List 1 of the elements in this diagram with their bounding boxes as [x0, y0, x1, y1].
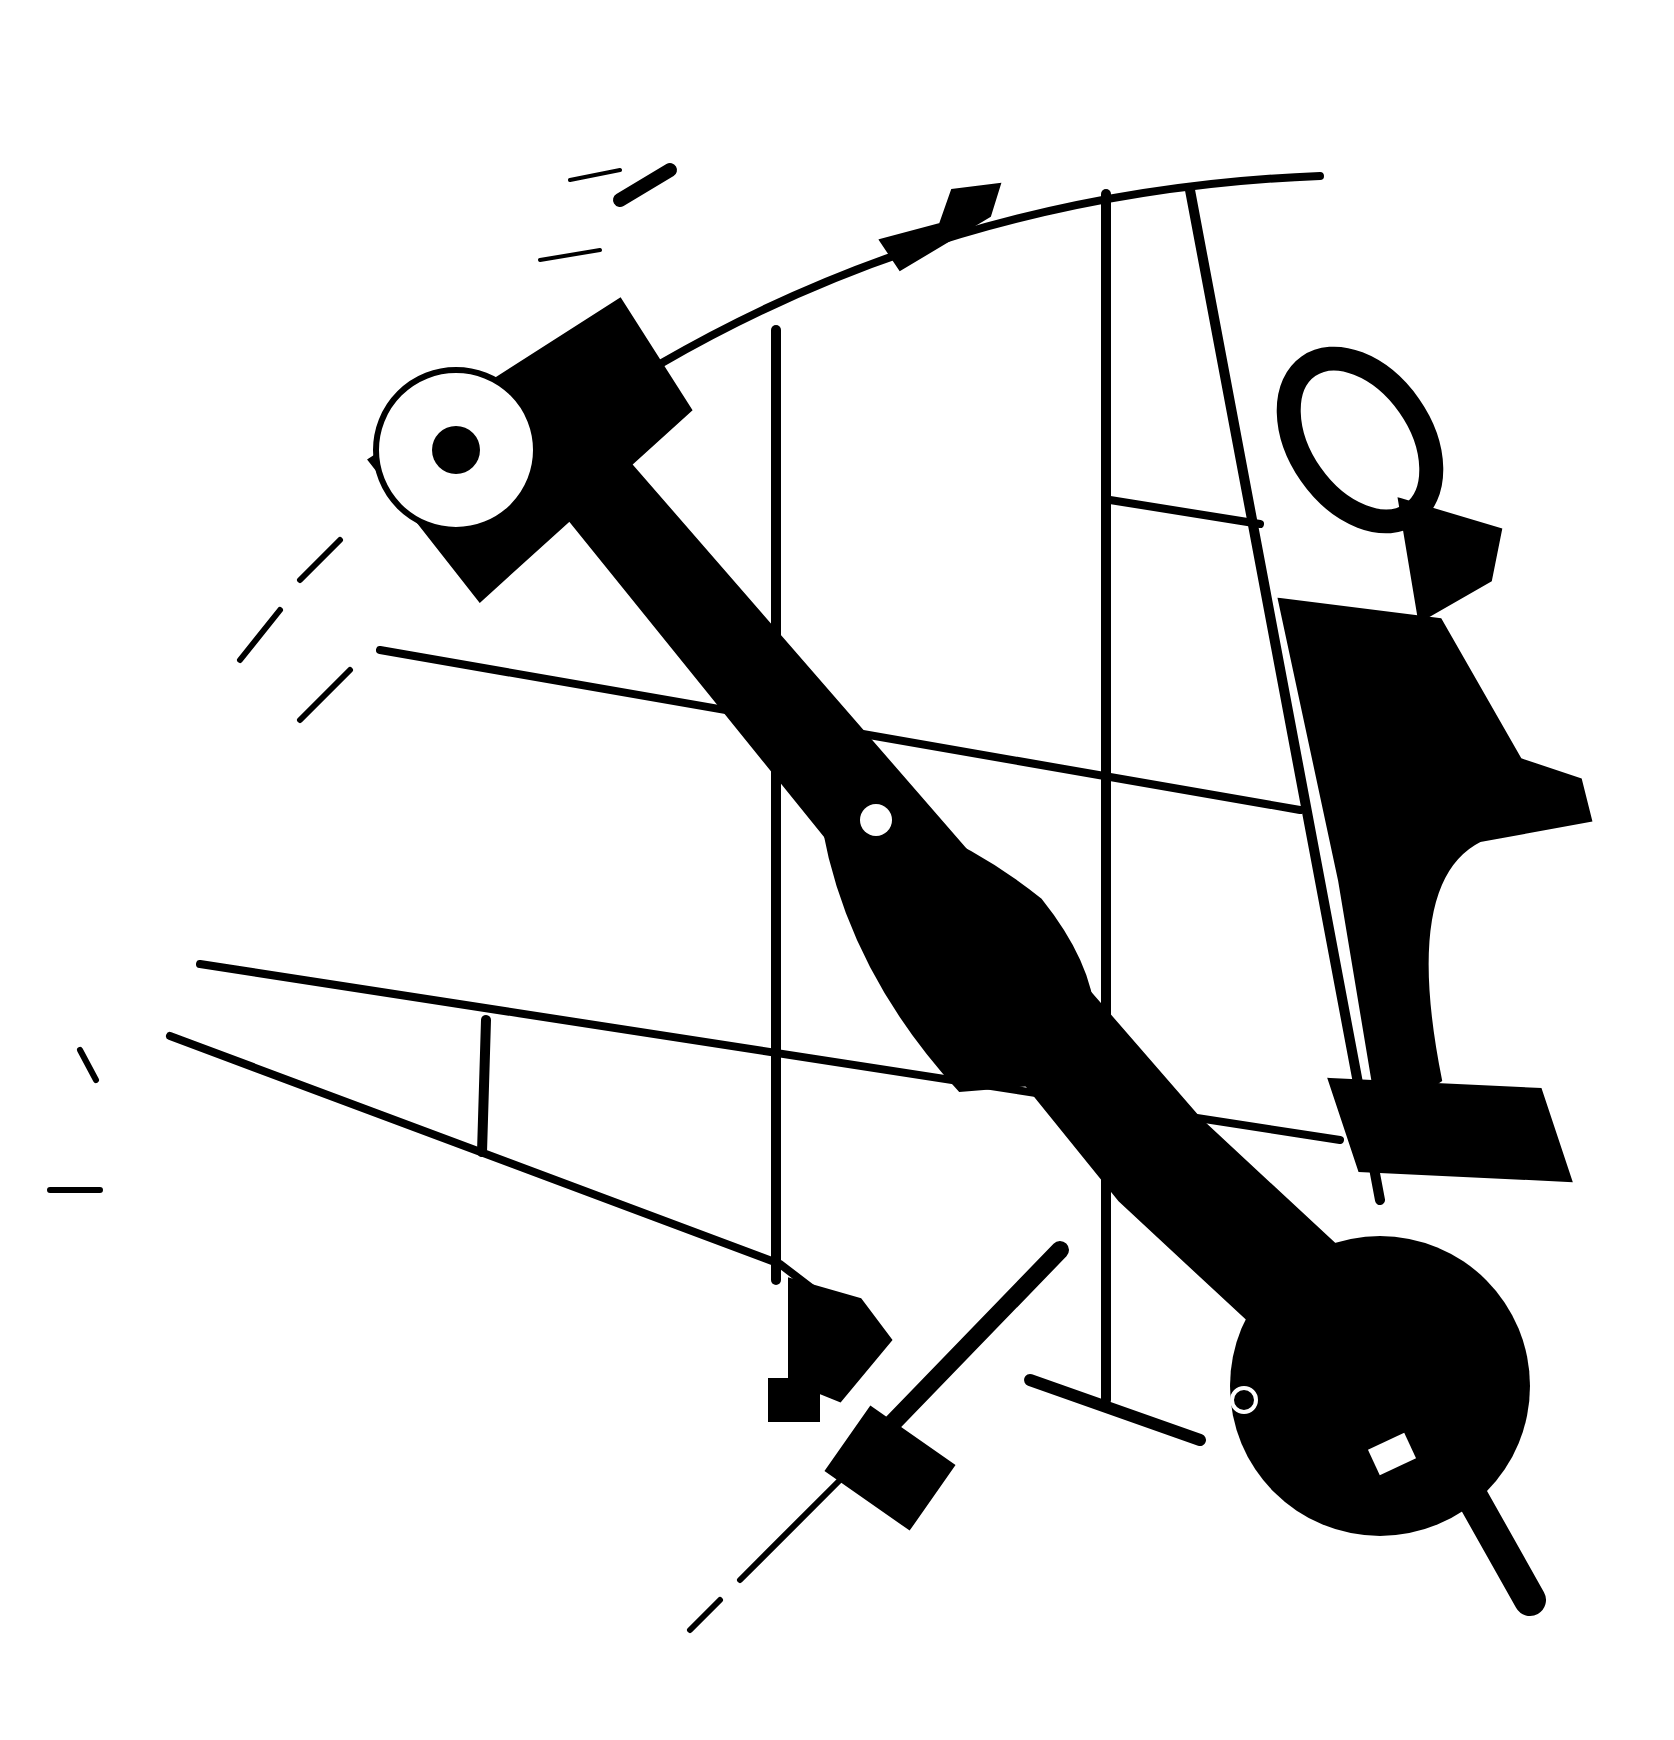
sextant-drawing	[47, 163, 1592, 1633]
